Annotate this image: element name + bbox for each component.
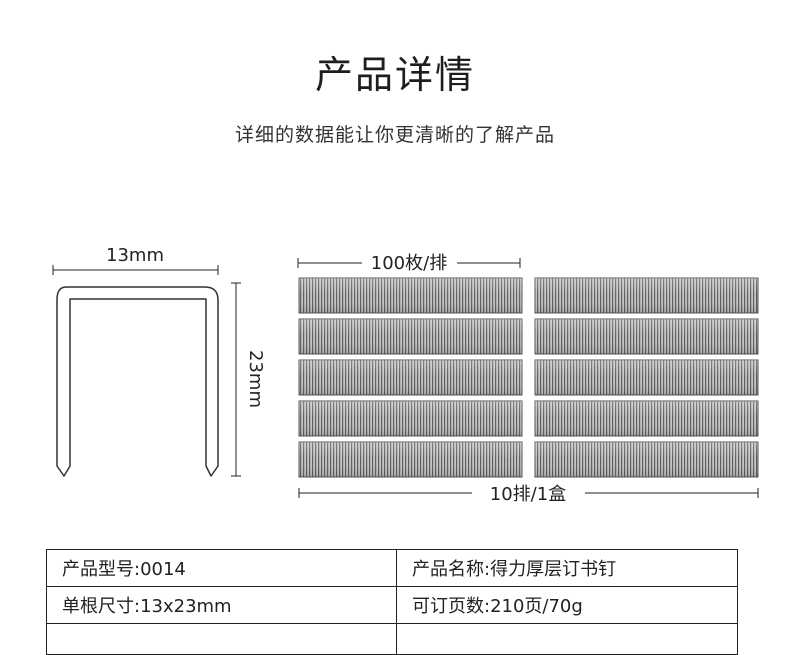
page-subtitle: 详细的数据能让你更清晰的了解产品 xyxy=(234,124,555,146)
staple-strips-right xyxy=(534,277,759,478)
spec-product-name: 产品名称:得力厚层订书钉 xyxy=(396,549,738,587)
spec-model-number: 产品型号:0014 xyxy=(46,549,397,587)
staple-outline xyxy=(56,286,219,477)
per-box-label: 10排/1盒 xyxy=(490,484,566,505)
page-title: 产品详情 xyxy=(314,53,475,97)
spec-single-size: 单根尺寸:13x23mm xyxy=(46,586,397,624)
width-dimension: 13mm xyxy=(52,245,219,275)
staple-width-label: 13mm xyxy=(106,245,164,266)
table-row xyxy=(46,623,738,655)
spec-table: 产品型号:0014 产品名称:得力厚层订书钉 单根尺寸:13x23mm 可订页数… xyxy=(46,549,738,655)
spec-page-capacity: 可订页数:210页/70g xyxy=(396,586,738,624)
spec-cell-empty xyxy=(396,623,738,655)
table-row: 单根尺寸:13x23mm 可订页数:210页/70g xyxy=(46,586,738,624)
per-box-dimension: 10排/1盒 xyxy=(298,484,759,505)
spec-cell-empty xyxy=(46,623,397,655)
per-row-dimension: 100枚/排 xyxy=(297,253,521,274)
height-dimension: 23mm xyxy=(231,282,266,477)
per-row-label: 100枚/排 xyxy=(371,253,447,274)
table-row: 产品型号:0014 产品名称:得力厚层订书钉 xyxy=(46,549,738,587)
staple-diagram: 13mm 23mm 100枚/排 xyxy=(52,245,759,505)
staple-height-label: 23mm xyxy=(245,350,266,408)
staple-strips-left xyxy=(298,277,523,478)
